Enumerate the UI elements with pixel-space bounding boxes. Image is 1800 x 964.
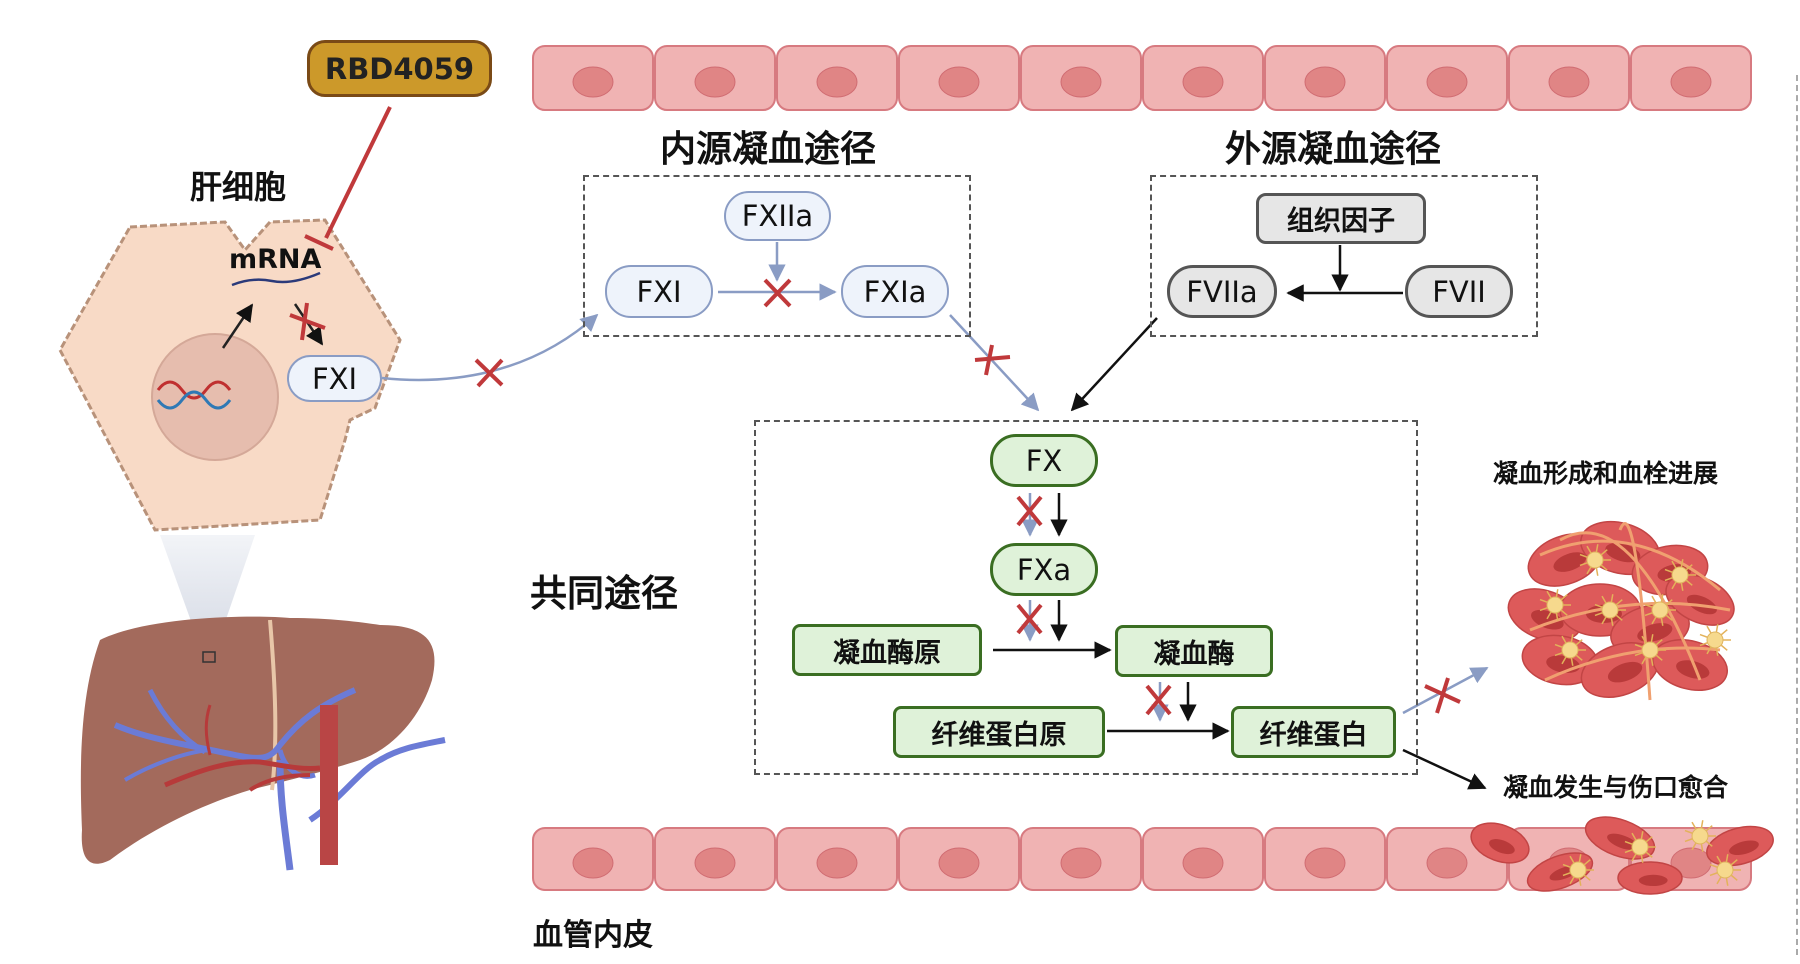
platelet: [1664, 559, 1696, 591]
platelet: [1644, 594, 1676, 626]
endothelial-cell: [1630, 45, 1752, 111]
thrombosis-label: 凝血形成和血栓进展: [1493, 459, 1719, 488]
hepatocyte-fxi-node: FXI: [287, 355, 382, 402]
fibrin-strand: [1544, 646, 1721, 682]
node-fibrinogen: 纤维蛋白原: [893, 706, 1105, 758]
fibrin-strand: [1539, 539, 1721, 592]
platelet: [1579, 544, 1611, 576]
drug-inhibition-line: [324, 106, 392, 239]
platelet: [1554, 634, 1586, 666]
platelet: [1539, 589, 1571, 621]
endothelial-cell: [898, 827, 1020, 891]
inhibition-x-icon: [763, 278, 792, 308]
node-fxi: FXI: [605, 265, 713, 318]
hepatocyte-cell: [58, 218, 402, 532]
endothelial-cell: [654, 827, 776, 891]
node-prothrombin: 凝血酶原: [792, 624, 982, 676]
drug-badge-rbd4059: RBD4059: [307, 40, 492, 97]
hepatocyte-title: 肝细胞: [190, 168, 287, 206]
red-blood-cell: [1617, 861, 1683, 895]
magnification-beam: [160, 535, 255, 660]
platelet: [1624, 831, 1656, 863]
panel-divider: [1796, 75, 1798, 955]
inhibition-x-icon: [1145, 684, 1172, 716]
node-fviia: FVIIa: [1167, 265, 1277, 318]
node-fxia: FXIa: [841, 265, 949, 318]
endothelial-cell: [1264, 45, 1386, 111]
fibrin-strand: [1559, 531, 1702, 681]
transcription-arrow: [221, 303, 254, 349]
endothelial-cell: [654, 45, 776, 111]
inhibition-x-icon: [1016, 603, 1043, 635]
fxi-secretion-arrow: [381, 313, 599, 382]
node-fx: FX: [990, 434, 1098, 487]
platelet: [1562, 854, 1594, 886]
liver-illustration: [80, 616, 446, 871]
dna-icon: [156, 380, 232, 410]
endothelial-cell: [1020, 827, 1142, 891]
extrinsic-pathway-box: [1150, 175, 1538, 337]
thrombus-illustration: [1507, 520, 1735, 701]
red-blood-cells-hemostasis: [1470, 816, 1774, 895]
endothelial-cell: [1142, 827, 1264, 891]
inhibition-x-icon: [1424, 677, 1461, 714]
platelet: [1699, 624, 1731, 656]
mrna-strand-icon: [231, 271, 321, 287]
fxia-to-fx-arrow: [949, 314, 1040, 412]
extrinsic-pathway-title: 外源凝血途径: [1225, 129, 1442, 170]
common-pathway-title: 共同途径: [530, 572, 678, 615]
platelet: [1684, 820, 1716, 852]
endothelial-cell: [776, 45, 898, 111]
hemostasis-label: 凝血发生与伤口愈合: [1503, 773, 1729, 802]
endothelial-cell: [1508, 45, 1630, 111]
node-thrombin: 凝血酶: [1115, 625, 1273, 677]
mrna-label: mRNA: [229, 244, 322, 275]
node-fxiia: FXIIa: [724, 191, 831, 241]
intrinsic-pathway-box: [583, 175, 971, 337]
inhibition-x-icon: [1016, 495, 1043, 527]
endothelial-cell: [1386, 45, 1508, 111]
intrinsic-pathway-title: 内源凝血途径: [660, 129, 877, 170]
fviia-to-fx-arrow: [1070, 317, 1158, 412]
red-blood-cell: [1470, 822, 1530, 864]
endothelial-cell: [532, 827, 654, 891]
endothelial-cell: [898, 45, 1020, 111]
red-blood-cell: [1706, 825, 1774, 867]
node-fvii: FVII: [1405, 265, 1513, 318]
platelet: [1709, 854, 1741, 886]
endothelial-cell: [1264, 827, 1386, 891]
node-tissue-factor: 组织因子: [1256, 193, 1426, 244]
endothelial-cell: [532, 45, 654, 111]
drug-inhibition-bar: [304, 234, 334, 251]
node-fxa: FXa: [990, 543, 1098, 596]
node-fibrin: 纤维蛋白: [1231, 706, 1396, 758]
endothelial-cell: [776, 827, 898, 891]
inhibition-x-icon: [474, 358, 504, 388]
endothelial-cell: [1020, 45, 1142, 111]
platelet: [1634, 634, 1666, 666]
inhibition-x-icon: [289, 302, 326, 341]
fibrin-strand: [1529, 601, 1731, 632]
endothelium-top: [532, 45, 1752, 111]
endothelial-cell: [1142, 45, 1264, 111]
endothelium-label: 血管内皮: [533, 918, 653, 953]
common-pathway-box: [754, 420, 1418, 775]
platelet: [1594, 594, 1626, 626]
inhibition-x-icon: [974, 344, 1011, 376]
red-blood-cell: [1580, 642, 1660, 698]
